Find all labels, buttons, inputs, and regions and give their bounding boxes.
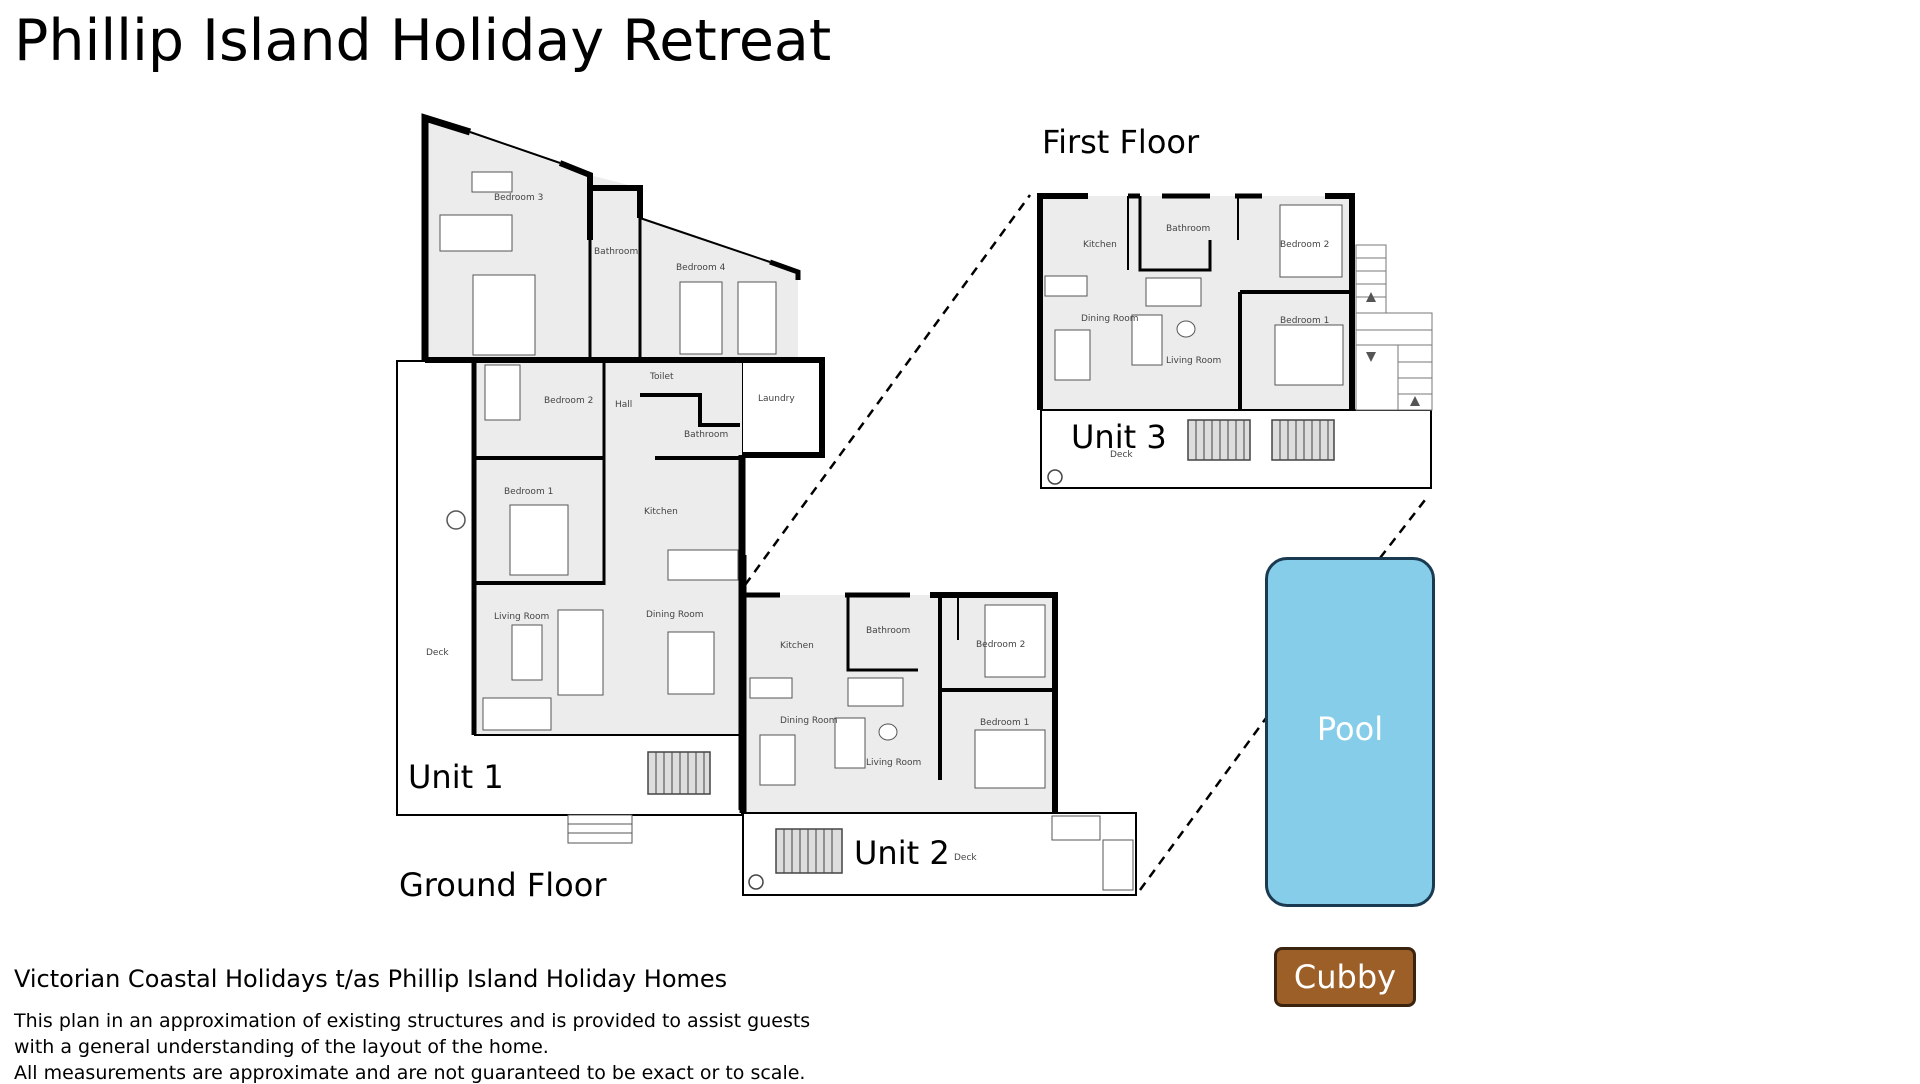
unit2-label: Unit 2 <box>854 834 950 872</box>
unit1-outer-wall-top <box>421 113 472 360</box>
footer-disclaimer-line-2: with a general understanding of the layo… <box>14 1036 549 1058</box>
unit3-outdoor-table-1 <box>1187 419 1251 461</box>
room-label: Deck <box>954 853 977 863</box>
page-title: Phillip Island Holiday Retreat <box>14 8 832 74</box>
unit3-outdoor-table-2 <box>1271 419 1335 461</box>
unit3-label: Unit 3 <box>1071 418 1167 456</box>
cubby-label: Cubby <box>1274 947 1416 1007</box>
unit2-outdoor-table <box>775 828 843 874</box>
footer-disclaimer-line-3: All measurements are approximate and are… <box>14 1062 806 1084</box>
room-label: Deck <box>426 648 449 658</box>
room-label: Bathroom <box>866 626 911 636</box>
footer-company: Victorian Coastal Holidays t/as Phillip … <box>14 965 728 993</box>
room-label: Bathroom <box>684 430 729 440</box>
room-label: Dining Room <box>780 716 838 726</box>
room-label: Laundry <box>758 394 795 404</box>
room-label: Living Room <box>1166 356 1222 366</box>
unit2-plan <box>739 555 1137 896</box>
room-label: Bedroom 2 <box>544 396 594 406</box>
unit1-label: Unit 1 <box>408 758 504 796</box>
footer-disclaimer-line-1: This plan in an approximation of existin… <box>14 1010 811 1032</box>
room-label: Bedroom 1 <box>980 718 1030 728</box>
floor-connector-lines <box>743 194 1426 891</box>
room-label: Bathroom <box>594 247 639 257</box>
room-label: Bedroom 2 <box>976 640 1026 650</box>
room-label: Toilet <box>650 372 674 382</box>
room-label: Bedroom 2 <box>1280 240 1330 250</box>
pool-label: Pool <box>1316 710 1384 748</box>
room-label: Kitchen <box>1083 240 1117 250</box>
room-label: Kitchen <box>780 641 814 651</box>
room-label: Bedroom 4 <box>676 263 726 273</box>
room-label: Kitchen <box>644 507 678 517</box>
pool-shape <box>1265 557 1435 907</box>
room-label: Bedroom 1 <box>504 487 554 497</box>
ground-floor-label: Ground Floor <box>399 866 607 904</box>
room-label: Living Room <box>494 612 550 622</box>
unit1-plan <box>396 113 825 844</box>
unit3-stairs-upper <box>1355 244 1387 314</box>
room-label: Bedroom 3 <box>494 193 544 203</box>
room-label: Hall <box>615 400 633 410</box>
room-label: Dining Room <box>646 610 704 620</box>
room-label: Bathroom <box>1166 224 1211 234</box>
room-label: Deck <box>1110 450 1133 460</box>
room-label: Bedroom 1 <box>1280 316 1330 326</box>
room-label: Dining Room <box>1081 314 1139 324</box>
unit3-plan <box>1037 193 1433 489</box>
room-label: Living Room <box>866 758 922 768</box>
unit1-outdoor-table <box>647 751 711 795</box>
first-floor-label: First Floor <box>1042 123 1200 161</box>
